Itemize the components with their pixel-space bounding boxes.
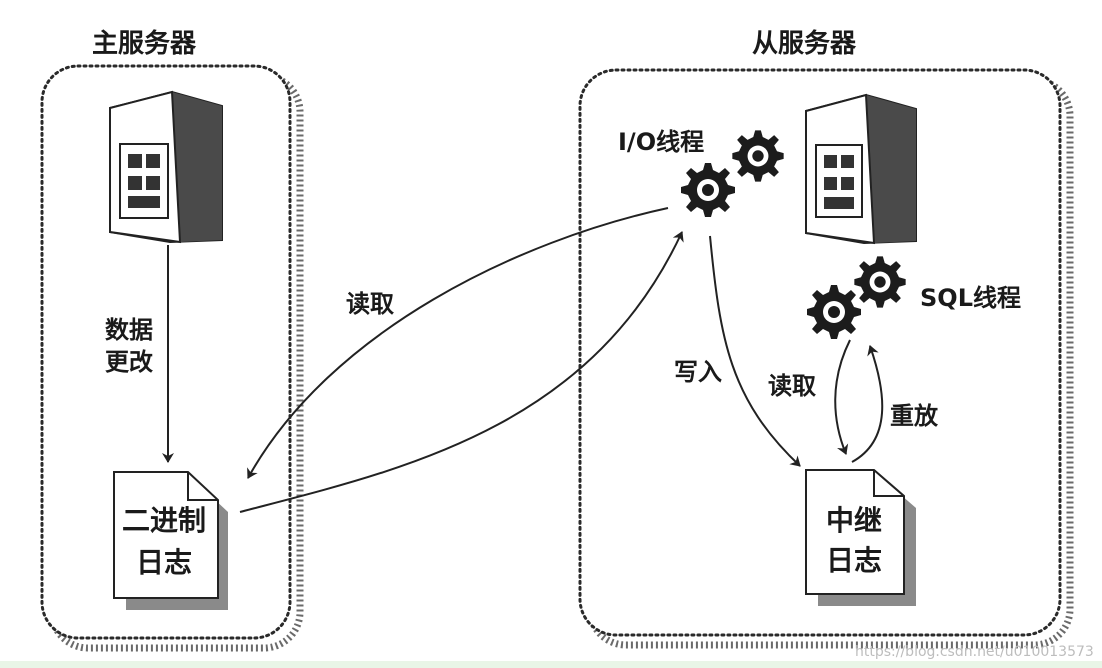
watermark: https://blog.csdn.net/u010013573: [855, 644, 1094, 660]
master-server-icon: [109, 90, 223, 244]
read-label-main: 读取: [346, 290, 394, 318]
slave-panel: [578, 68, 1074, 649]
data-change-label-line1: 数据: [105, 316, 153, 344]
replay-label: 重放: [890, 402, 939, 430]
read-arrow-to-binlog: [247, 207, 669, 479]
write-label: 写入: [674, 358, 722, 386]
relay-log-document: [805, 469, 916, 606]
relay-log-label-line1: 中继: [826, 504, 882, 537]
sql-thread-label: SQL线程: [920, 284, 1021, 312]
master-panel: [40, 64, 304, 652]
binary-log-label-line1: 二进制: [122, 504, 206, 537]
binary-log-document: [113, 471, 228, 610]
write-arrow: [709, 235, 801, 467]
replay-arrow: [851, 345, 884, 463]
read-label-relay: 读取: [768, 372, 816, 400]
slave-server-icon: [805, 93, 917, 245]
data-change-label-line2: 更改: [105, 348, 153, 376]
master-title: 主服务器: [92, 29, 197, 59]
relay-log-label-line2: 日志: [826, 544, 882, 577]
bottom-strip: [0, 661, 1102, 668]
relay-read-arrow: [834, 339, 851, 455]
slave-title: 从服务器: [752, 29, 857, 59]
read-arrow-to-io-thread: [239, 231, 684, 513]
io-thread-label: I/O线程: [618, 128, 704, 156]
binary-log-label-line2: 日志: [136, 546, 192, 579]
